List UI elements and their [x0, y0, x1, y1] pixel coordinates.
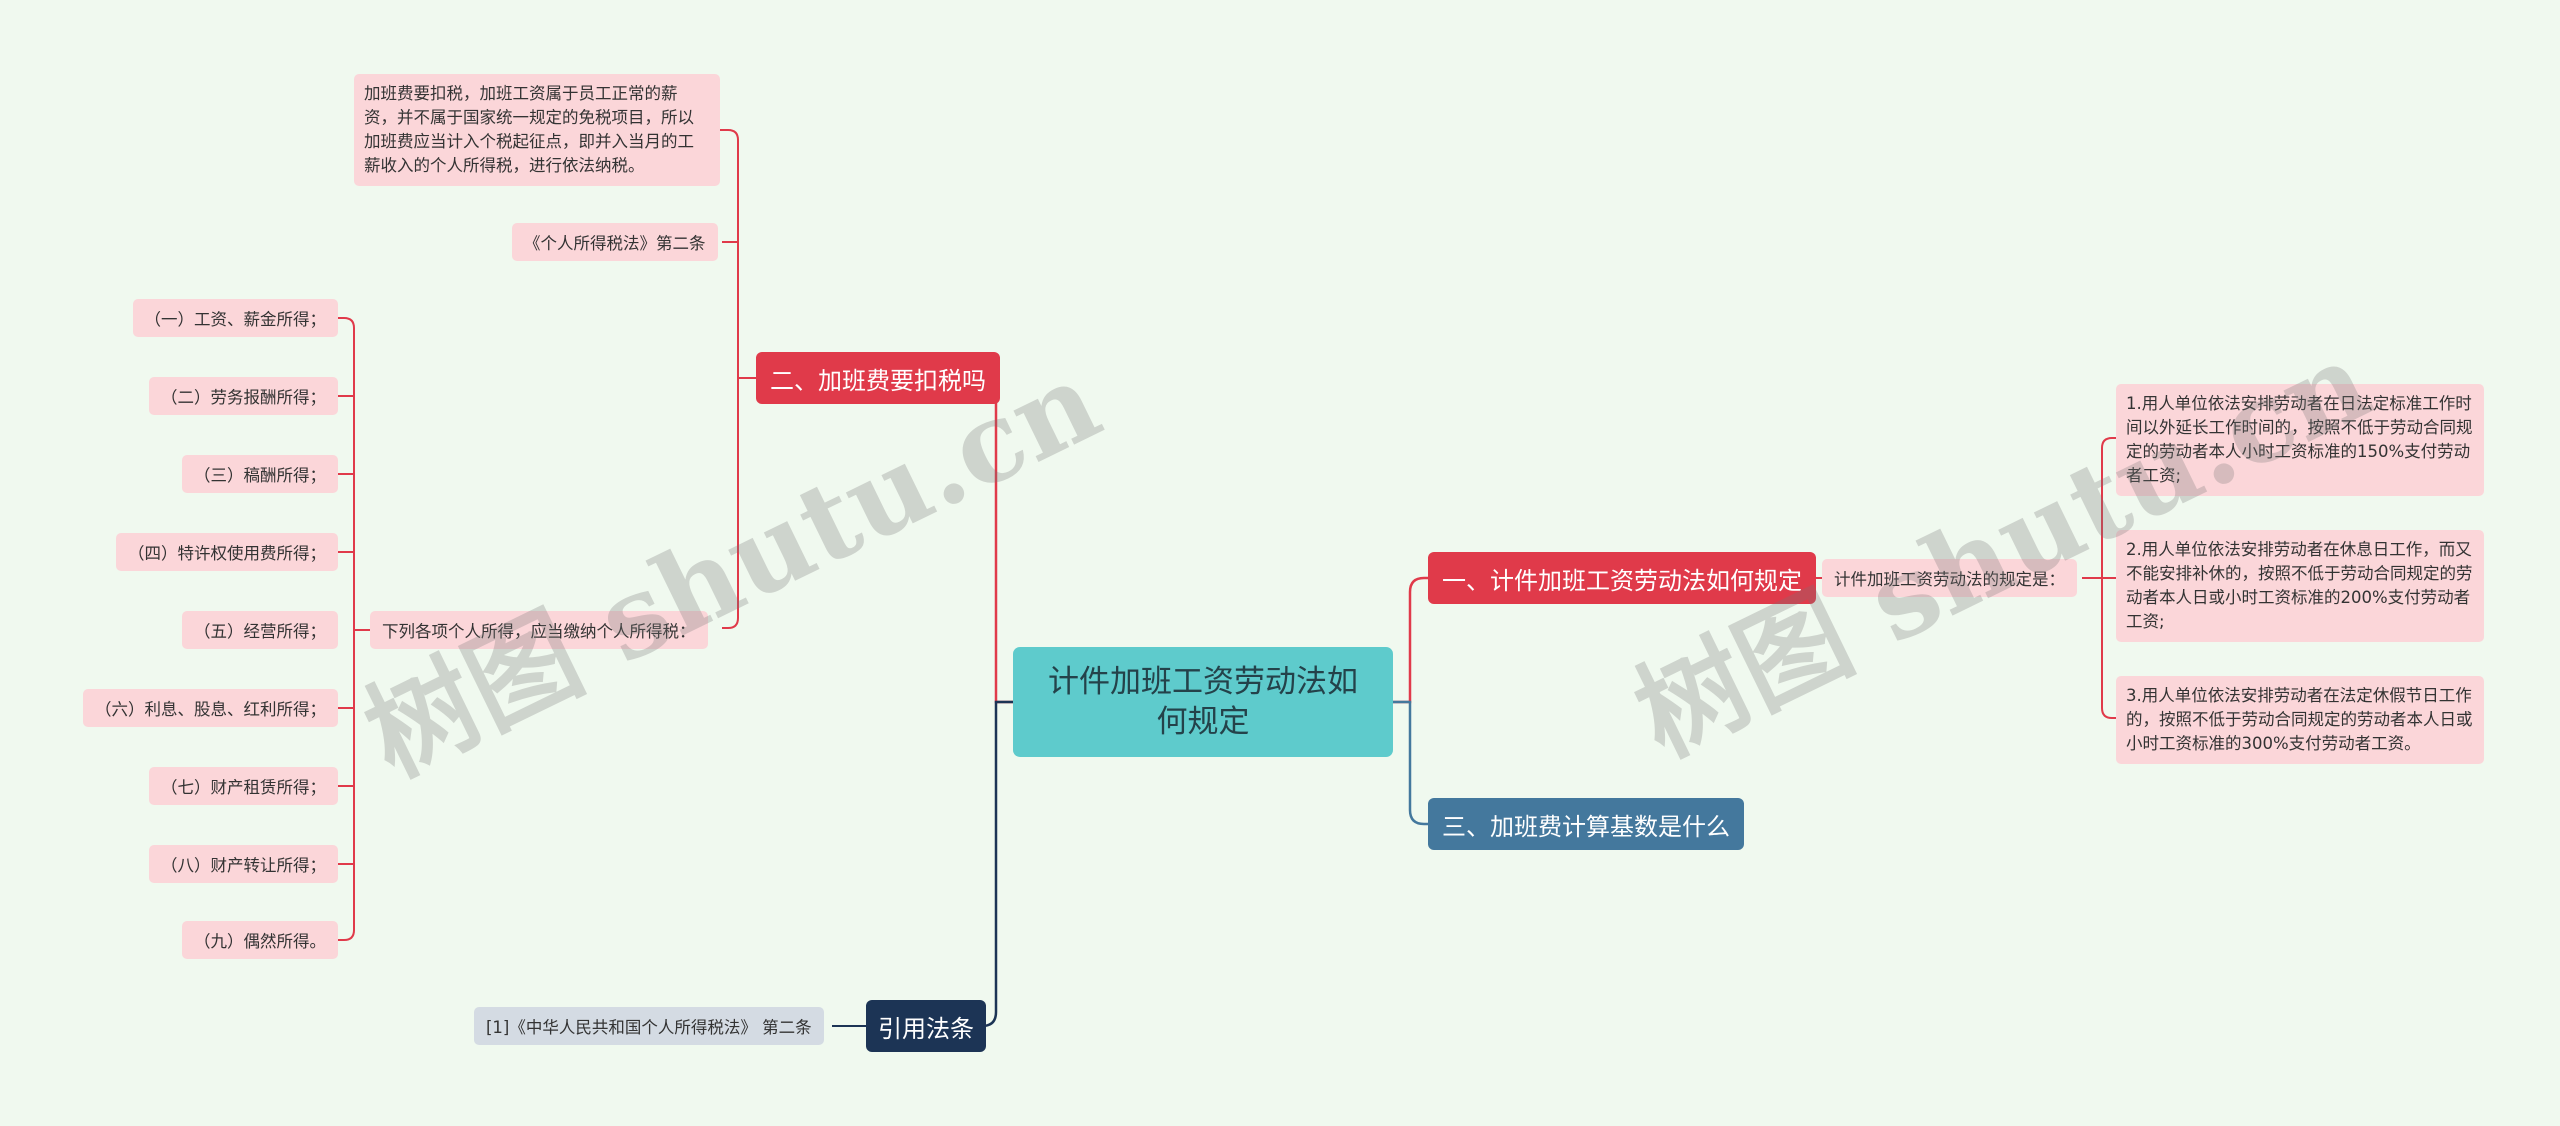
- taxable-income-item[interactable]: （六）利息、股息、红利所得；: [83, 689, 338, 727]
- link-center-b3: [1393, 700, 1428, 826]
- link-b2-children: [720, 129, 756, 629]
- link-center-ref: [978, 700, 1013, 1028]
- branch-overtime-base-label: 三、加班费计算基数是什么: [1442, 812, 1730, 841]
- branch-overtime-rules-label: 一、计件加班工资劳动法如何规定: [1442, 566, 1802, 595]
- branch-overtime-rules[interactable]: 一、计件加班工资劳动法如何规定: [1428, 552, 1816, 604]
- taxable-income-item-label: （一）工资、薪金所得；: [144, 310, 327, 329]
- watermark-left: 树图 shutu.cn: [346, 336, 1119, 802]
- taxable-income-item-label: （四）特许权使用费所得；: [128, 544, 326, 563]
- branch-references-label: 引用法条: [878, 1014, 974, 1043]
- tax-law-article[interactable]: 《个人所得税法》第二条: [512, 223, 718, 261]
- overtime-tax-note[interactable]: 加班费要扣税，加班工资属于员工正常的薪资，并不属于国家统一规定的免税项目，所以加…: [354, 74, 720, 186]
- branch-references[interactable]: 引用法条: [866, 1000, 986, 1052]
- taxable-income-item-label: （六）利息、股息、红利所得；: [95, 700, 326, 719]
- taxable-income-item[interactable]: （四）特许权使用费所得；: [116, 533, 338, 571]
- taxable-income-item-label: （五）经营所得；: [194, 622, 326, 641]
- overtime-rules-intro[interactable]: 计件加班工资劳动法的规定是：: [1822, 559, 2077, 597]
- overtime-rule-item-1-label: 1.用人单位依法安排劳动者在日法定标准工作时间以外延长工作时间的，按照不低于劳动…: [2126, 394, 2473, 485]
- taxable-income-item[interactable]: （八）财产转让所得；: [149, 845, 338, 883]
- link-center-b2: [978, 376, 1013, 704]
- branch-overtime-base[interactable]: 三、加班费计算基数是什么: [1428, 798, 1744, 850]
- overtime-rule-item-2-label: 2.用人单位依法安排劳动者在休息日工作，而又不能安排补休的，按照不低于劳动合同规…: [2126, 540, 2473, 631]
- branch-overtime-tax[interactable]: 二、加班费要扣税吗: [756, 352, 1000, 404]
- taxable-income-list-title[interactable]: 下列各项个人所得，应当缴纳个人所得税：: [370, 611, 708, 649]
- overtime-rule-item-3-label: 3.用人单位依法安排劳动者在法定休假节日工作的，按照不低于劳动合同规定的劳动者本…: [2126, 686, 2473, 753]
- link-sub-items: [2082, 437, 2116, 719]
- central-topic-label: 计件加班工资劳动法如何规定: [1048, 664, 1358, 740]
- taxable-income-item-label: （八）财产转让所得；: [161, 856, 326, 875]
- taxable-income-item[interactable]: （五）经营所得；: [182, 611, 338, 649]
- tax-law-article-label: 《个人所得税法》第二条: [524, 234, 706, 253]
- overtime-rule-item-2[interactable]: 2.用人单位依法安排劳动者在休息日工作，而又不能安排补休的，按照不低于劳动合同规…: [2116, 530, 2484, 642]
- overtime-rule-item-3[interactable]: 3.用人单位依法安排劳动者在法定休假节日工作的，按照不低于劳动合同规定的劳动者本…: [2116, 676, 2484, 764]
- taxable-income-item[interactable]: （三）稿酬所得；: [182, 455, 338, 493]
- taxable-income-item-label: （二）劳务报酬所得；: [161, 388, 326, 407]
- link-list-items: [338, 317, 370, 941]
- central-topic[interactable]: 计件加班工资劳动法如何规定: [1013, 647, 1393, 757]
- taxable-income-item[interactable]: （七）财产租赁所得；: [149, 767, 338, 805]
- link-center-b1: [1393, 576, 1428, 704]
- branch-overtime-tax-label: 二、加班费要扣税吗: [770, 366, 986, 395]
- reference-item[interactable]: [1]《中华人民共和国个人所得税法》 第二条: [474, 1007, 824, 1045]
- overtime-rule-item-1[interactable]: 1.用人单位依法安排劳动者在日法定标准工作时间以外延长工作时间的，按照不低于劳动…: [2116, 384, 2484, 496]
- overtime-rules-intro-label: 计件加班工资劳动法的规定是：: [1834, 570, 2065, 589]
- taxable-income-item[interactable]: （九）偶然所得。: [182, 921, 338, 959]
- taxable-income-list-title-label: 下列各项个人所得，应当缴纳个人所得税：: [382, 622, 696, 641]
- reference-item-label: [1]《中华人民共和国个人所得税法》 第二条: [486, 1018, 812, 1037]
- taxable-income-item-label: （三）稿酬所得；: [194, 466, 326, 485]
- taxable-income-item[interactable]: （二）劳务报酬所得；: [149, 377, 338, 415]
- overtime-tax-note-label: 加班费要扣税，加班工资属于员工正常的薪资，并不属于国家统一规定的免税项目，所以加…: [364, 84, 694, 175]
- taxable-income-item-label: （九）偶然所得。: [194, 932, 326, 951]
- taxable-income-item-label: （七）财产租赁所得；: [161, 778, 326, 797]
- taxable-income-item[interactable]: （一）工资、薪金所得；: [132, 299, 338, 337]
